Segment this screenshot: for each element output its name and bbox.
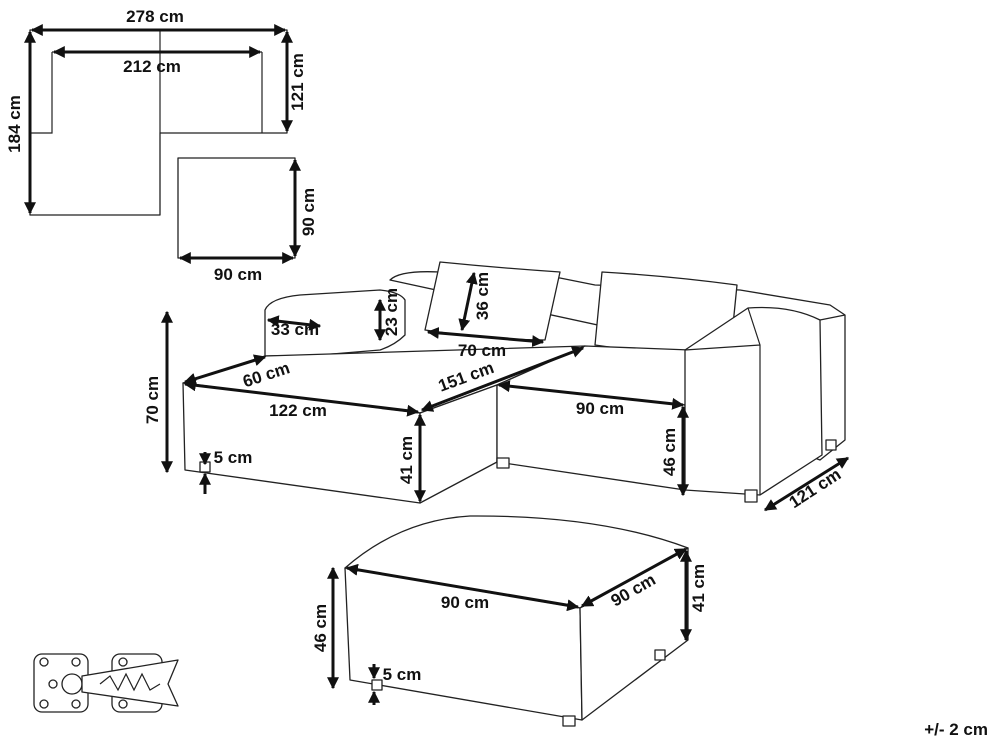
plan-depth-label: 121 cm xyxy=(288,53,307,111)
ottoman-leg-height-label: 5 cm xyxy=(383,665,422,684)
chaise-length-label: 122 cm xyxy=(269,401,327,420)
ottoman-drawing: 90 cm 90 cm 41 cm 46 cm 5 cm xyxy=(311,515,708,727)
cushion-height-label: 36 cm xyxy=(473,272,492,320)
sofa-total-height-label: 70 cm xyxy=(143,376,162,424)
seat-width-label: 90 cm xyxy=(576,399,624,418)
tolerance-note: +/- 2 cm xyxy=(924,720,988,739)
seat-height-label: 46 cm xyxy=(660,428,679,476)
ottoman-width-label: 90 cm xyxy=(441,593,489,612)
leg-height-label: 5 cm xyxy=(214,448,253,467)
plan-total-width-label: 278 cm xyxy=(126,7,184,26)
ottoman-plan: 90 cm 90 cm xyxy=(177,157,318,284)
plan-view: 278 cm 212 cm 121 cm 184 cm xyxy=(5,7,307,216)
plan-chaise-length-label: 184 cm xyxy=(5,95,24,153)
ottoman-top-height-label: 41 cm xyxy=(689,564,708,612)
ottoman-plan-depth-label: 90 cm xyxy=(299,188,318,236)
chaise-seat-height-label: 41 cm xyxy=(397,436,416,484)
ottoman-total-height-label: 46 cm xyxy=(311,604,330,652)
ottoman-plan-width-label: 90 cm xyxy=(214,265,262,284)
sofa-drawing: 70 cm 60 cm 122 cm 151 cm 90 cm 41 cm 46… xyxy=(143,261,850,512)
plan-inner-width-label: 212 cm xyxy=(123,57,181,76)
connector-clip-icon xyxy=(33,653,179,713)
armrest-width-label: 33 cm xyxy=(271,320,319,339)
armrest-height-label: 23 cm xyxy=(382,288,401,336)
cushion-width-label: 70 cm xyxy=(458,341,506,360)
